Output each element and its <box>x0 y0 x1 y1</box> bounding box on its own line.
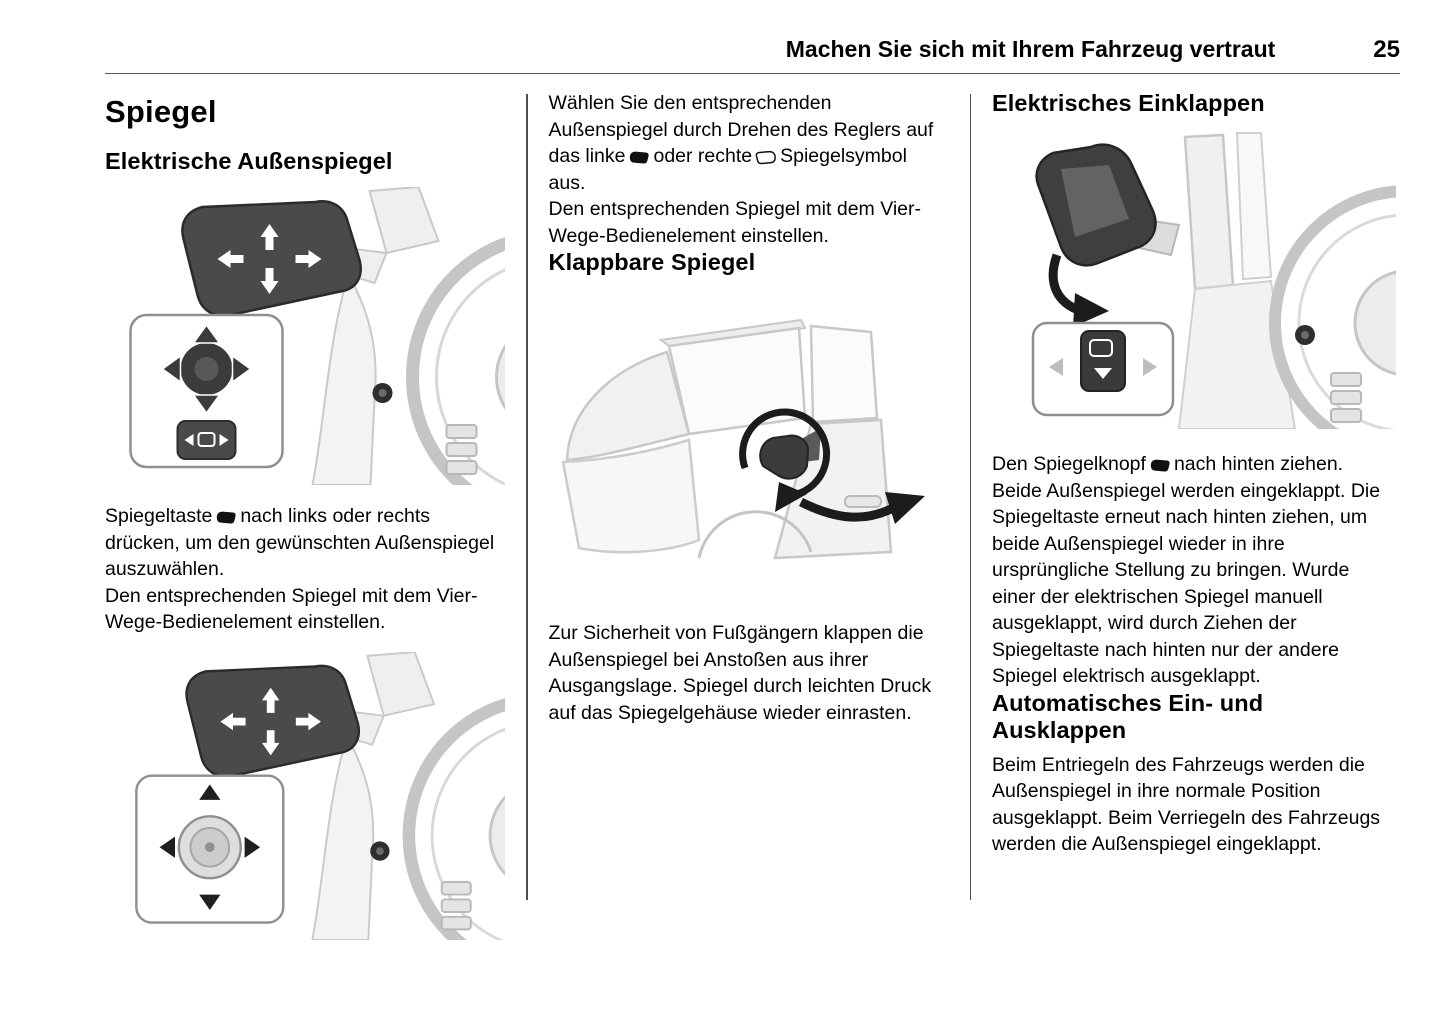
illustration-mirror-four-way-pad <box>105 185 703 526</box>
chapter-title: Machen Sie sich mit Ihrem Fahrzeug vertr… <box>785 36 1276 62</box>
col2-paragraph-1-text-b: oder rechte <box>653 145 753 168</box>
illustration-foldable-mirror <box>549 290 949 590</box>
col2-paragraph-1-text-a: Wählen Sie den entsprechenden Außenspieg… <box>548 92 934 168</box>
col1-paragraph-1-text-b: nach links oder rechts drücken, um den g… <box>105 505 495 581</box>
column-divider <box>969 94 971 900</box>
col2-paragraph-3: Zur Sicherheit von Fußgängern klappen di… <box>548 622 932 724</box>
mirror-left-icon <box>1149 458 1171 473</box>
mirror-right-icon <box>755 150 777 165</box>
section-title: Spiegel <box>105 94 217 129</box>
heading-automatisches-ein-und-ausklappen: Automatisches Ein- und Ausklappen <box>992 689 1264 743</box>
col2-paragraph-1-text-c: Spiegelsymbol aus. <box>548 145 907 194</box>
heading-elektrisches-einklappen: Elektrisches Einklappen <box>992 90 1265 116</box>
illustration-mirror-rotary-knob <box>105 650 690 979</box>
col3-paragraph-1-text-b: nach hinten ziehen. Beide Außenspiegel w… <box>992 453 1381 688</box>
column-right: Elektrisches Einklappen <box>992 90 1445 940</box>
illustration-mirror-rotary-knob-svg <box>135 650 690 979</box>
col1-paragraph-2: Den entsprechenden Spiegel mit dem Vier-… <box>105 584 478 634</box>
column-left: Spiegel Elektrische Außenspiegel <box>105 90 703 979</box>
illustration-mirror-four-way-pad-svg <box>129 185 703 526</box>
mirror-left-icon <box>215 510 237 525</box>
mirror-left-icon <box>628 150 650 165</box>
col2-paragraph-2: Den entsprechenden Spiegel mit dem Vier-… <box>548 198 922 247</box>
heading-klappbare-spiegel: Klappbare Spiegel <box>548 249 756 276</box>
page-number: 25 <box>1373 36 1400 63</box>
illustration-electric-folding-svg <box>1031 132 1445 461</box>
illustration-foldable-mirror-svg <box>561 319 925 560</box>
content-columns: Spiegel Elektrische Außenspiegel <box>105 90 1445 979</box>
col3-paragraph-1-text-a: Den Spiegelknopf <box>992 453 1146 475</box>
heading-elektrische-aussenspiegel: Elektrische Außenspiegel <box>105 148 393 174</box>
col1-paragraph-1-text-a: Spiegeltaste <box>105 505 213 527</box>
col2-paragraph-1: Wählen Sie den entsprechenden Außenspieg… <box>549 90 949 196</box>
col3-paragraph-2: Beim Entriegeln des Fahrzeugs werden die… <box>992 753 1381 856</box>
page-header: Machen Sie sich mit Ihrem Fahrzeug vertr… <box>105 36 1400 74</box>
illustration-electric-folding <box>992 127 1445 461</box>
column-middle: Wählen Sie den entsprechenden Außenspieg… <box>549 90 949 940</box>
column-divider <box>526 94 528 900</box>
manual-page: Machen Sie sich mit Ihrem Fahrzeug vertr… <box>105 36 1445 979</box>
